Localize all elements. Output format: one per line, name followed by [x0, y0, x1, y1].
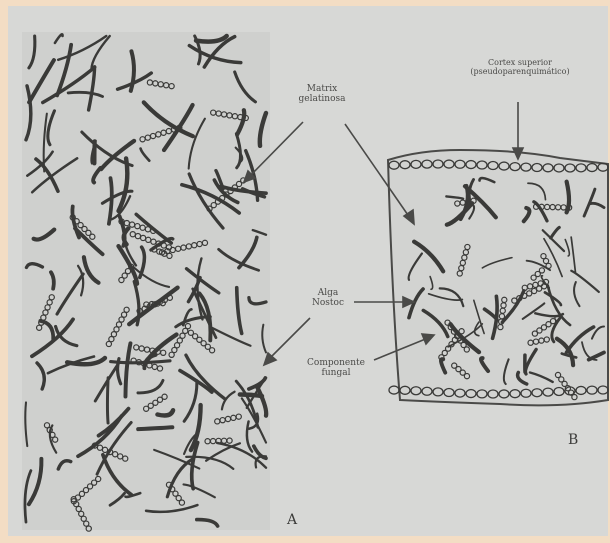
- label-componente-fungal: Componente fungal: [296, 358, 376, 379]
- fungal-hypha: [107, 378, 108, 423]
- panel-a-letter: A: [287, 512, 297, 528]
- panel-b-outline: [388, 150, 608, 405]
- label-matrix-gelatinosa: Matrix gelatinosa: [290, 84, 354, 105]
- label-alga-nostoc: Alga Nostoc: [300, 288, 356, 309]
- panel-b-letter: B: [568, 432, 578, 448]
- fungal-hypha: [138, 427, 172, 429]
- label-cortex-superior: Cortex superior (pseudoparenquimático): [440, 58, 600, 76]
